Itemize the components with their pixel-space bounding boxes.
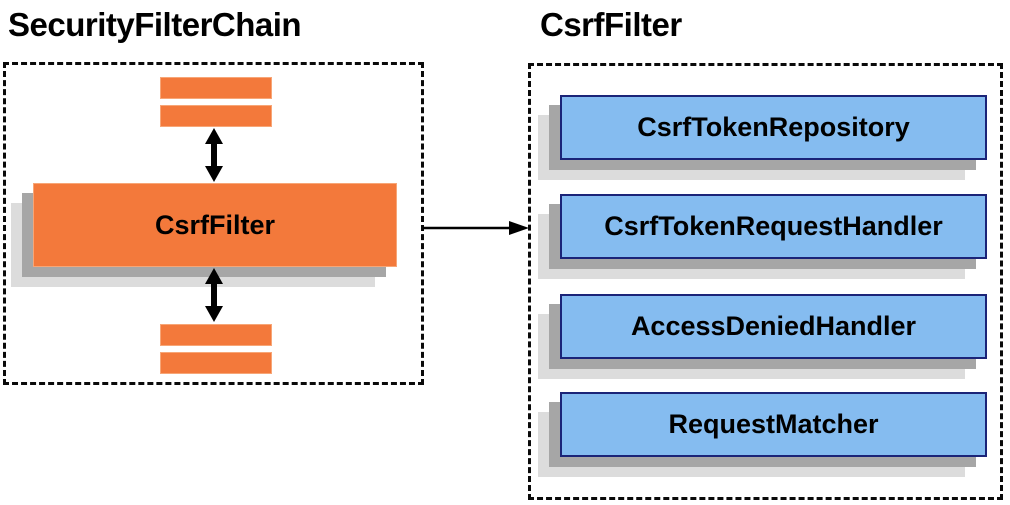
filter-placeholder-bar [160,77,272,99]
component-box-access-denied-handler: AccessDeniedHandler [560,294,987,359]
bidirectional-arrow-icon [205,268,223,322]
component-label: CsrfTokenRequestHandler [604,211,943,241]
security-filter-chain-panel [3,62,424,385]
component-label: AccessDeniedHandler [630,311,917,341]
component-box-csrf-token-repository: CsrfTokenRepository [560,95,987,160]
component-label: RequestMatcher [668,409,879,439]
filter-placeholder-bar [160,105,272,127]
flow-arrow-icon [423,221,529,235]
csrf-filter-panel [528,63,1003,500]
component-label: CsrfTokenRepository [637,112,910,142]
component-box-csrf-token-request-handler: CsrfTokenRequestHandler [560,194,987,259]
component-box-request-matcher: RequestMatcher [560,392,987,457]
csrf-filter-node: CsrfFilter [33,183,397,267]
security-filter-chain-title: SecurityFilterChain [8,6,302,43]
bidirectional-arrow-icon [205,128,223,182]
filter-placeholder-bar [160,352,272,374]
csrf-filter-node-label: CsrfFilter [154,209,276,240]
filter-placeholder-bar [160,324,272,346]
csrf-filter-title: CsrfFilter [540,6,682,43]
